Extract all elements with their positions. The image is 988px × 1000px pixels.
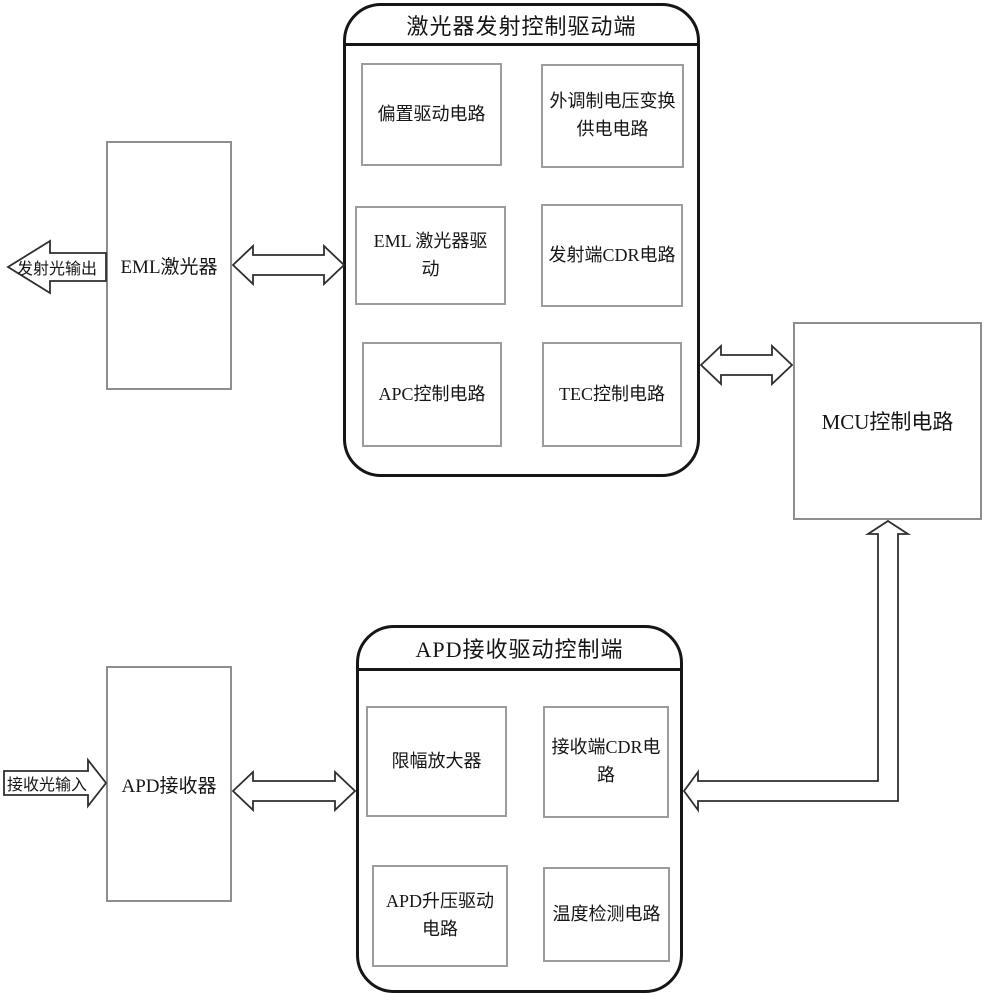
eml-laser-driver-label: EML 激光器驱 动 xyxy=(373,230,488,279)
mcu-control-label: MCU控制电路 xyxy=(821,410,954,434)
mcu-control-box: MCU控制电路 xyxy=(793,322,982,520)
temperature-detection-label: 温度检测电路 xyxy=(552,903,661,924)
rx-cdr-circuit-label: 接收端CDR电 路 xyxy=(551,737,661,785)
apc-control-circuit-box: APC控制电路 xyxy=(362,342,502,447)
rx-section-title: APD接收驱动控制端 xyxy=(359,628,680,671)
tx-light-output-label: 发射光输出 xyxy=(16,261,97,278)
apd-boost-driver-label: APD升压驱动 电路 xyxy=(385,891,494,939)
bias-drive-circuit-label: 偏置驱动电路 xyxy=(377,103,486,124)
apd-rx-double-arrow xyxy=(231,769,357,813)
apd-boost-driver-box: APD升压驱动 电路 xyxy=(372,865,508,967)
eml-tx-double-arrow xyxy=(231,243,346,287)
eml-laser-driver-box: EML 激光器驱 动 xyxy=(355,206,506,305)
rx-light-input-label: 接收光输入 xyxy=(6,777,87,794)
limiting-amplifier-box: 限幅放大器 xyxy=(366,706,507,817)
temperature-detection-box: 温度检测电路 xyxy=(543,867,670,962)
ext-modulation-voltage-supply-box: 外调制电压变换 供电电路 xyxy=(541,64,684,168)
rx-mcu-l-arrow xyxy=(682,519,912,813)
rx-cdr-circuit-box: 接收端CDR电 路 xyxy=(543,706,669,818)
tx-section-title: 激光器发射控制驱动端 xyxy=(346,6,697,46)
apd-receiver-box: APD接收器 xyxy=(106,666,232,902)
bias-drive-circuit-box: 偏置驱动电路 xyxy=(361,63,502,166)
ext-modulation-voltage-supply-label: 外调制电压变换 供电电路 xyxy=(549,91,676,139)
apc-control-circuit-label: APC控制电路 xyxy=(378,383,486,404)
eml-laser-label: EML激光器 xyxy=(120,257,218,278)
tec-control-circuit-label: TEC控制电路 xyxy=(559,383,665,404)
apd-receiver-label: APD接收器 xyxy=(121,775,217,797)
tx-cdr-circuit-box: 发射端CDR电路 xyxy=(541,204,683,307)
tx-mcu-double-arrow xyxy=(699,343,794,387)
tec-control-circuit-box: TEC控制电路 xyxy=(542,342,682,447)
limiting-amplifier-label: 限幅放大器 xyxy=(391,750,482,771)
eml-laser-box: EML激光器 xyxy=(106,141,232,390)
tx-cdr-circuit-label: 发射端CDR电路 xyxy=(548,244,676,265)
